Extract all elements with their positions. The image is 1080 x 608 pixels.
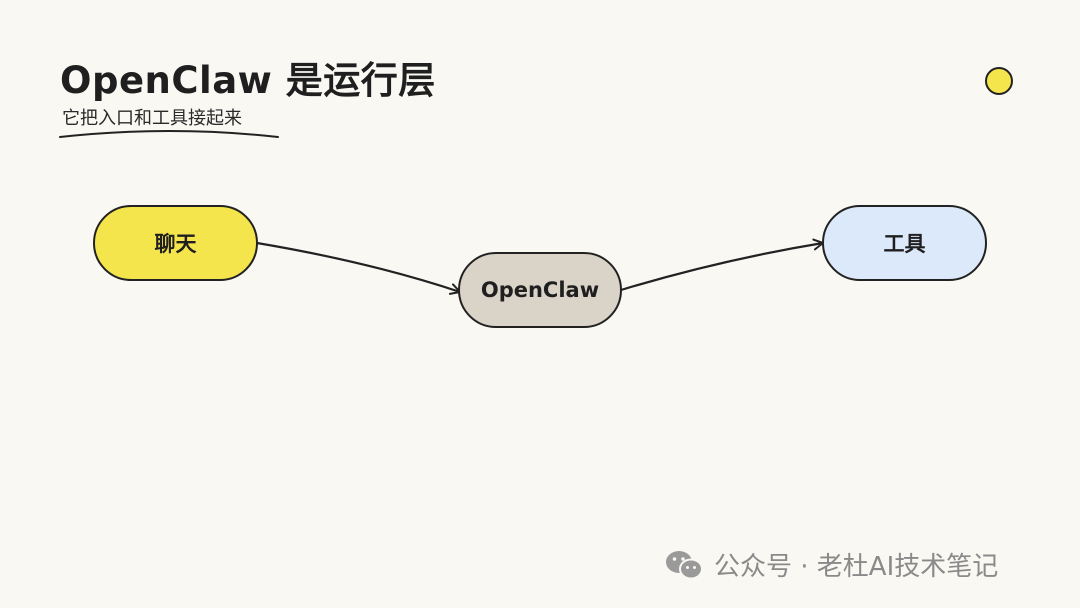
edge-chat-to-openclaw (256, 241, 461, 295)
node-openclaw: OpenClaw (458, 252, 622, 328)
page-title: OpenClaw 是运行层 (60, 59, 436, 102)
node-openclaw-shape (458, 252, 622, 328)
node-tools-shape (822, 205, 987, 281)
wechat-icon (666, 550, 703, 579)
accent-dot (985, 67, 1013, 95)
node-tools: 工具 (822, 205, 987, 281)
watermark-text: 公众号 · 老杜AI技术笔记 (714, 552, 999, 582)
node-chat: 聊天 (93, 205, 258, 281)
node-chat-shape (93, 205, 258, 281)
node-tools-label: 工具 (884, 232, 926, 256)
node-openclaw-label: OpenClaw (481, 278, 599, 302)
node-chat-label: 聊天 (155, 232, 198, 256)
edge-openclaw-to-tools (620, 238, 824, 292)
page-subtitle: 它把入口和工具接起来 (62, 108, 242, 129)
subtitle-underline (59, 130, 279, 138)
watermark: 公众号 · 老杜AI技术笔记 (664, 546, 998, 583)
